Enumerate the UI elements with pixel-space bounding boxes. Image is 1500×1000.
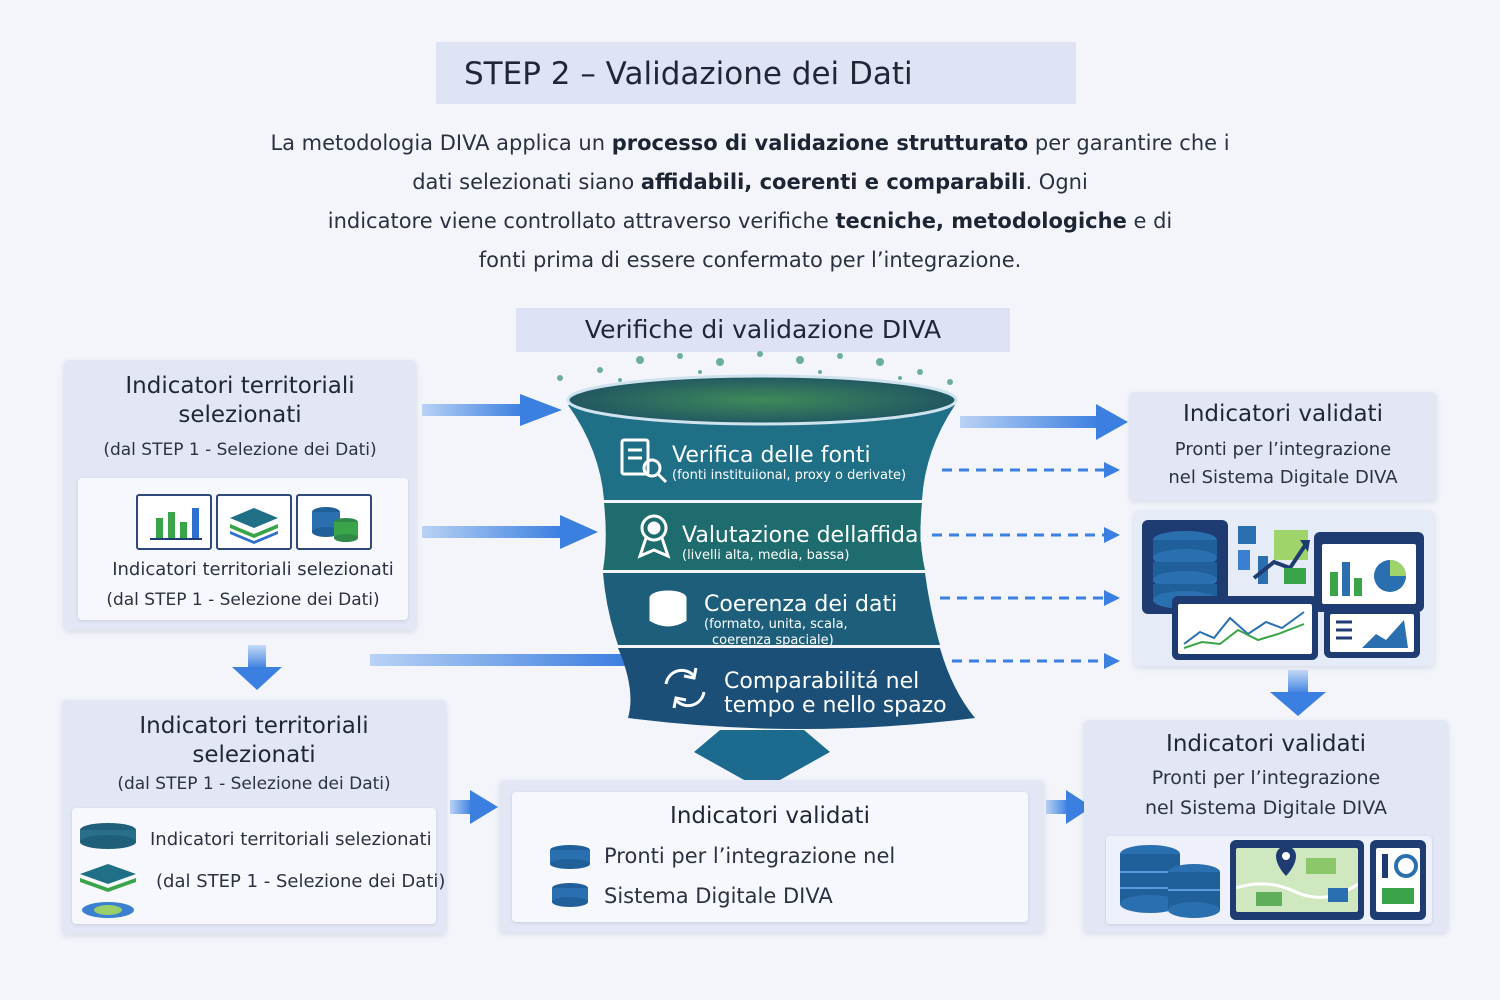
info-panel-icon: [1370, 840, 1426, 920]
page-title-bar: STEP 2 – Validazione dei Dati: [436, 42, 1076, 104]
bar-chart-icon: [136, 494, 212, 550]
card-left-bottom-item-2: (dal STEP 1 - Selezione dei Dati): [156, 871, 446, 892]
card-center-bottom-item-2: Sistema Digitale DIVA: [604, 884, 833, 908]
card-left-bottom-title-1: Indicatori territoriali: [139, 713, 369, 739]
chart-arrow-icon: [1234, 522, 1312, 590]
stage-4-title-2: tempo e nello spazo: [724, 693, 947, 718]
database-stack-icon: [296, 494, 372, 550]
card-left-top-title-2: selezionati: [178, 402, 302, 428]
card-left-bottom-title-2: selezionati: [192, 742, 316, 768]
funnel-title: Verifiche di validazione DIVA: [516, 308, 1010, 352]
card-left-top-inner-title: Indicatori territoriali selezionati: [112, 559, 394, 580]
funnel-stage-1: Verifica delle fonti (fonti instituiiona…: [672, 444, 906, 484]
funnel-stage-3: Coerenza dei dati (formato, unita, scala…: [704, 593, 897, 649]
arrow-down-right: [1270, 670, 1326, 716]
stage-1-title: Verifica delle fonti: [672, 443, 871, 468]
funnel-stage-2: Valutazione dellaffidab (livelli alta, m…: [682, 524, 922, 564]
funnel-stage-3-shape: [603, 573, 940, 645]
arrow-center-bottom: [1046, 790, 1092, 824]
refresh-icon: [664, 667, 706, 709]
dashed-arrows: [932, 468, 1106, 663]
card-right-bottom-line-1: Pronti per l’integrazione: [1151, 767, 1381, 789]
stage-4-title-1: Comparabilitá nel: [724, 669, 920, 694]
card-left-bottom-item-1: Indicatori territoriali selezionati: [150, 829, 432, 850]
card-right-bottom-line-2: nel Sistema Digitale DIVA: [1145, 797, 1387, 819]
award-ribbon-icon: [637, 514, 671, 559]
database-icons: [550, 845, 590, 907]
funnel-stage-1-shape: [568, 405, 955, 500]
card-right-bottom-inner: [1106, 836, 1432, 924]
monitor-line-chart-icon: [1172, 596, 1318, 660]
funnel-stage-2-shape: [603, 503, 925, 570]
arrow-left-bottom: [450, 790, 498, 824]
funnel-spout: [694, 730, 830, 790]
stage-1-subtitle: (fonti instituiional, proxy o derivate): [672, 468, 907, 483]
stage-3-title: Coerenza dei dati: [704, 592, 898, 617]
stage-2-subtitle: (livelli alta, media, bassa): [682, 548, 850, 563]
card-left-top-subtitle: (dal STEP 1 - Selezione dei Dati): [103, 440, 377, 460]
card-left-top: Indicatori territoriali selezionati (dal…: [64, 360, 416, 630]
map-monitor-icon: [1230, 840, 1364, 920]
layers-icon: [216, 494, 292, 550]
stage-2-title: Valutazione dellaffidab: [682, 524, 922, 548]
funnel-stage-4: Comparabilitá nel tempo e nello spazo: [724, 670, 947, 718]
stage-3-subtitle-2: coerenza spaciale): [712, 633, 834, 648]
monitor-chart-icon: [1314, 532, 1424, 612]
card-right-bottom: Indicatori validati Pronti per l’integra…: [1084, 720, 1448, 932]
intro-line-4: fonti prima di essere confermato per l’i…: [478, 248, 1022, 272]
card-right-top-title: Indicatori validati: [1183, 401, 1383, 427]
arrow-left-lower: [370, 654, 626, 666]
page-title: STEP 2 – Validazione dei Dati: [464, 56, 913, 92]
card-left-top-title-1: Indicatori territoriali: [125, 373, 355, 399]
funnel: [566, 374, 975, 790]
monitor-small-chart-icon: [1324, 608, 1420, 658]
card-center-bottom: Indicatori validati Pronti per l’integra…: [500, 780, 1044, 932]
card-right-top-line-1: Pronti per l’integrazione: [1174, 439, 1392, 460]
document-search-icon: [620, 438, 668, 484]
card-left-top-inner-subtitle: (dal STEP 1 - Selezione dei Dati): [106, 590, 380, 610]
card-left-bottom-subtitle: (dal STEP 1 - Selezione dei Dati): [117, 774, 391, 794]
funnel-speckles: [557, 351, 953, 385]
card-right-top-line-2: nel Sistema Digitale DIVA: [1168, 467, 1398, 488]
card-center-bottom-inner: Indicatori validati Pronti per l’integra…: [512, 792, 1028, 922]
database-cylinders-icon: [1120, 845, 1220, 918]
card-center-bottom-title: Indicatori validati: [670, 803, 870, 829]
card-left-bottom: Indicatori territoriali selezionati (dal…: [62, 700, 446, 934]
layers-stack-icon: [80, 823, 136, 918]
card-left-top-inner: Indicatori territoriali selezionati (dal…: [78, 478, 408, 620]
arrow-right-top: [960, 404, 1128, 440]
stage-3-subtitle-1: (formato, unita, scala,: [704, 617, 848, 632]
intro-paragraph: La metodologia DIVA applica un processo …: [180, 124, 1320, 280]
funnel-top: [566, 374, 958, 426]
card-left-bottom-inner: Indicatori territoriali selezionati (dal…: [72, 808, 445, 924]
arrow-left-middle: [422, 515, 598, 549]
intro-line-1: La metodologia DIVA applica un processo …: [270, 131, 1230, 155]
card-right-bottom-title: Indicatori validati: [1166, 731, 1366, 757]
card-right-top: Indicatori validati Pronti per l’integra…: [1130, 392, 1436, 500]
arrow-left-top: [422, 394, 562, 426]
intro-line-2: dati selezionati siano affidabili, coere…: [412, 170, 1088, 194]
card-center-bottom-item-1: Pronti per l’integrazione nel: [604, 844, 896, 868]
intro-line-3: indicatore viene controllato attraverso …: [327, 209, 1173, 233]
database-icon: [649, 590, 687, 627]
arrow-down-left: [232, 645, 282, 690]
funnel-stage-4-shape: [618, 648, 975, 729]
dashboard-illustration: [1134, 510, 1434, 666]
